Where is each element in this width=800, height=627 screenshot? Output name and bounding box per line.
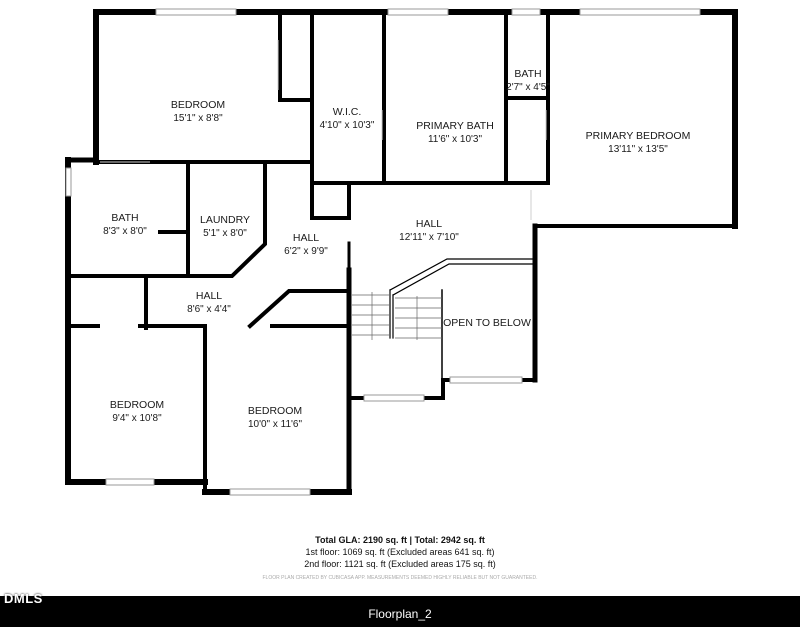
total-area: Total GLA: 2190 sq. ft | Total: 2942 sq.… [315,535,485,545]
room-label-open-to-below: OPEN TO BELOW [443,317,531,329]
wall-angled-closet [247,289,351,329]
floor-plan [65,8,738,496]
wall-laundry [186,163,267,278]
area-summary: Total GLA: 2190 sq. ft | Total: 2942 sq.… [0,534,800,570]
room-label-wic: W.I.C.4'10" x 10'3" [319,106,375,131]
second-floor-area: 2nd floor: 1121 sq. ft (Excluded areas 1… [304,559,496,569]
stair-railing-lower [389,289,394,339]
windows [65,8,701,496]
wall-hall-stub [310,183,351,220]
mls-watermark: DMLS [4,591,43,606]
stair-railing [389,258,536,291]
disclaimer: FLOOR PLAN CREATED BY CUBICASA APP. MEAS… [262,575,538,581]
walls [65,9,738,495]
wall-bath-right [158,160,190,234]
first-floor-area: 1st floor: 1069 sq. ft (Excluded areas 6… [305,547,495,557]
door-openings [100,40,547,220]
wall-closet-nook [278,12,312,102]
stairs [352,292,442,340]
stair-railing-inner [392,263,536,296]
footer-bar [0,596,800,627]
footer-title: Floorplan_2 [368,607,432,621]
